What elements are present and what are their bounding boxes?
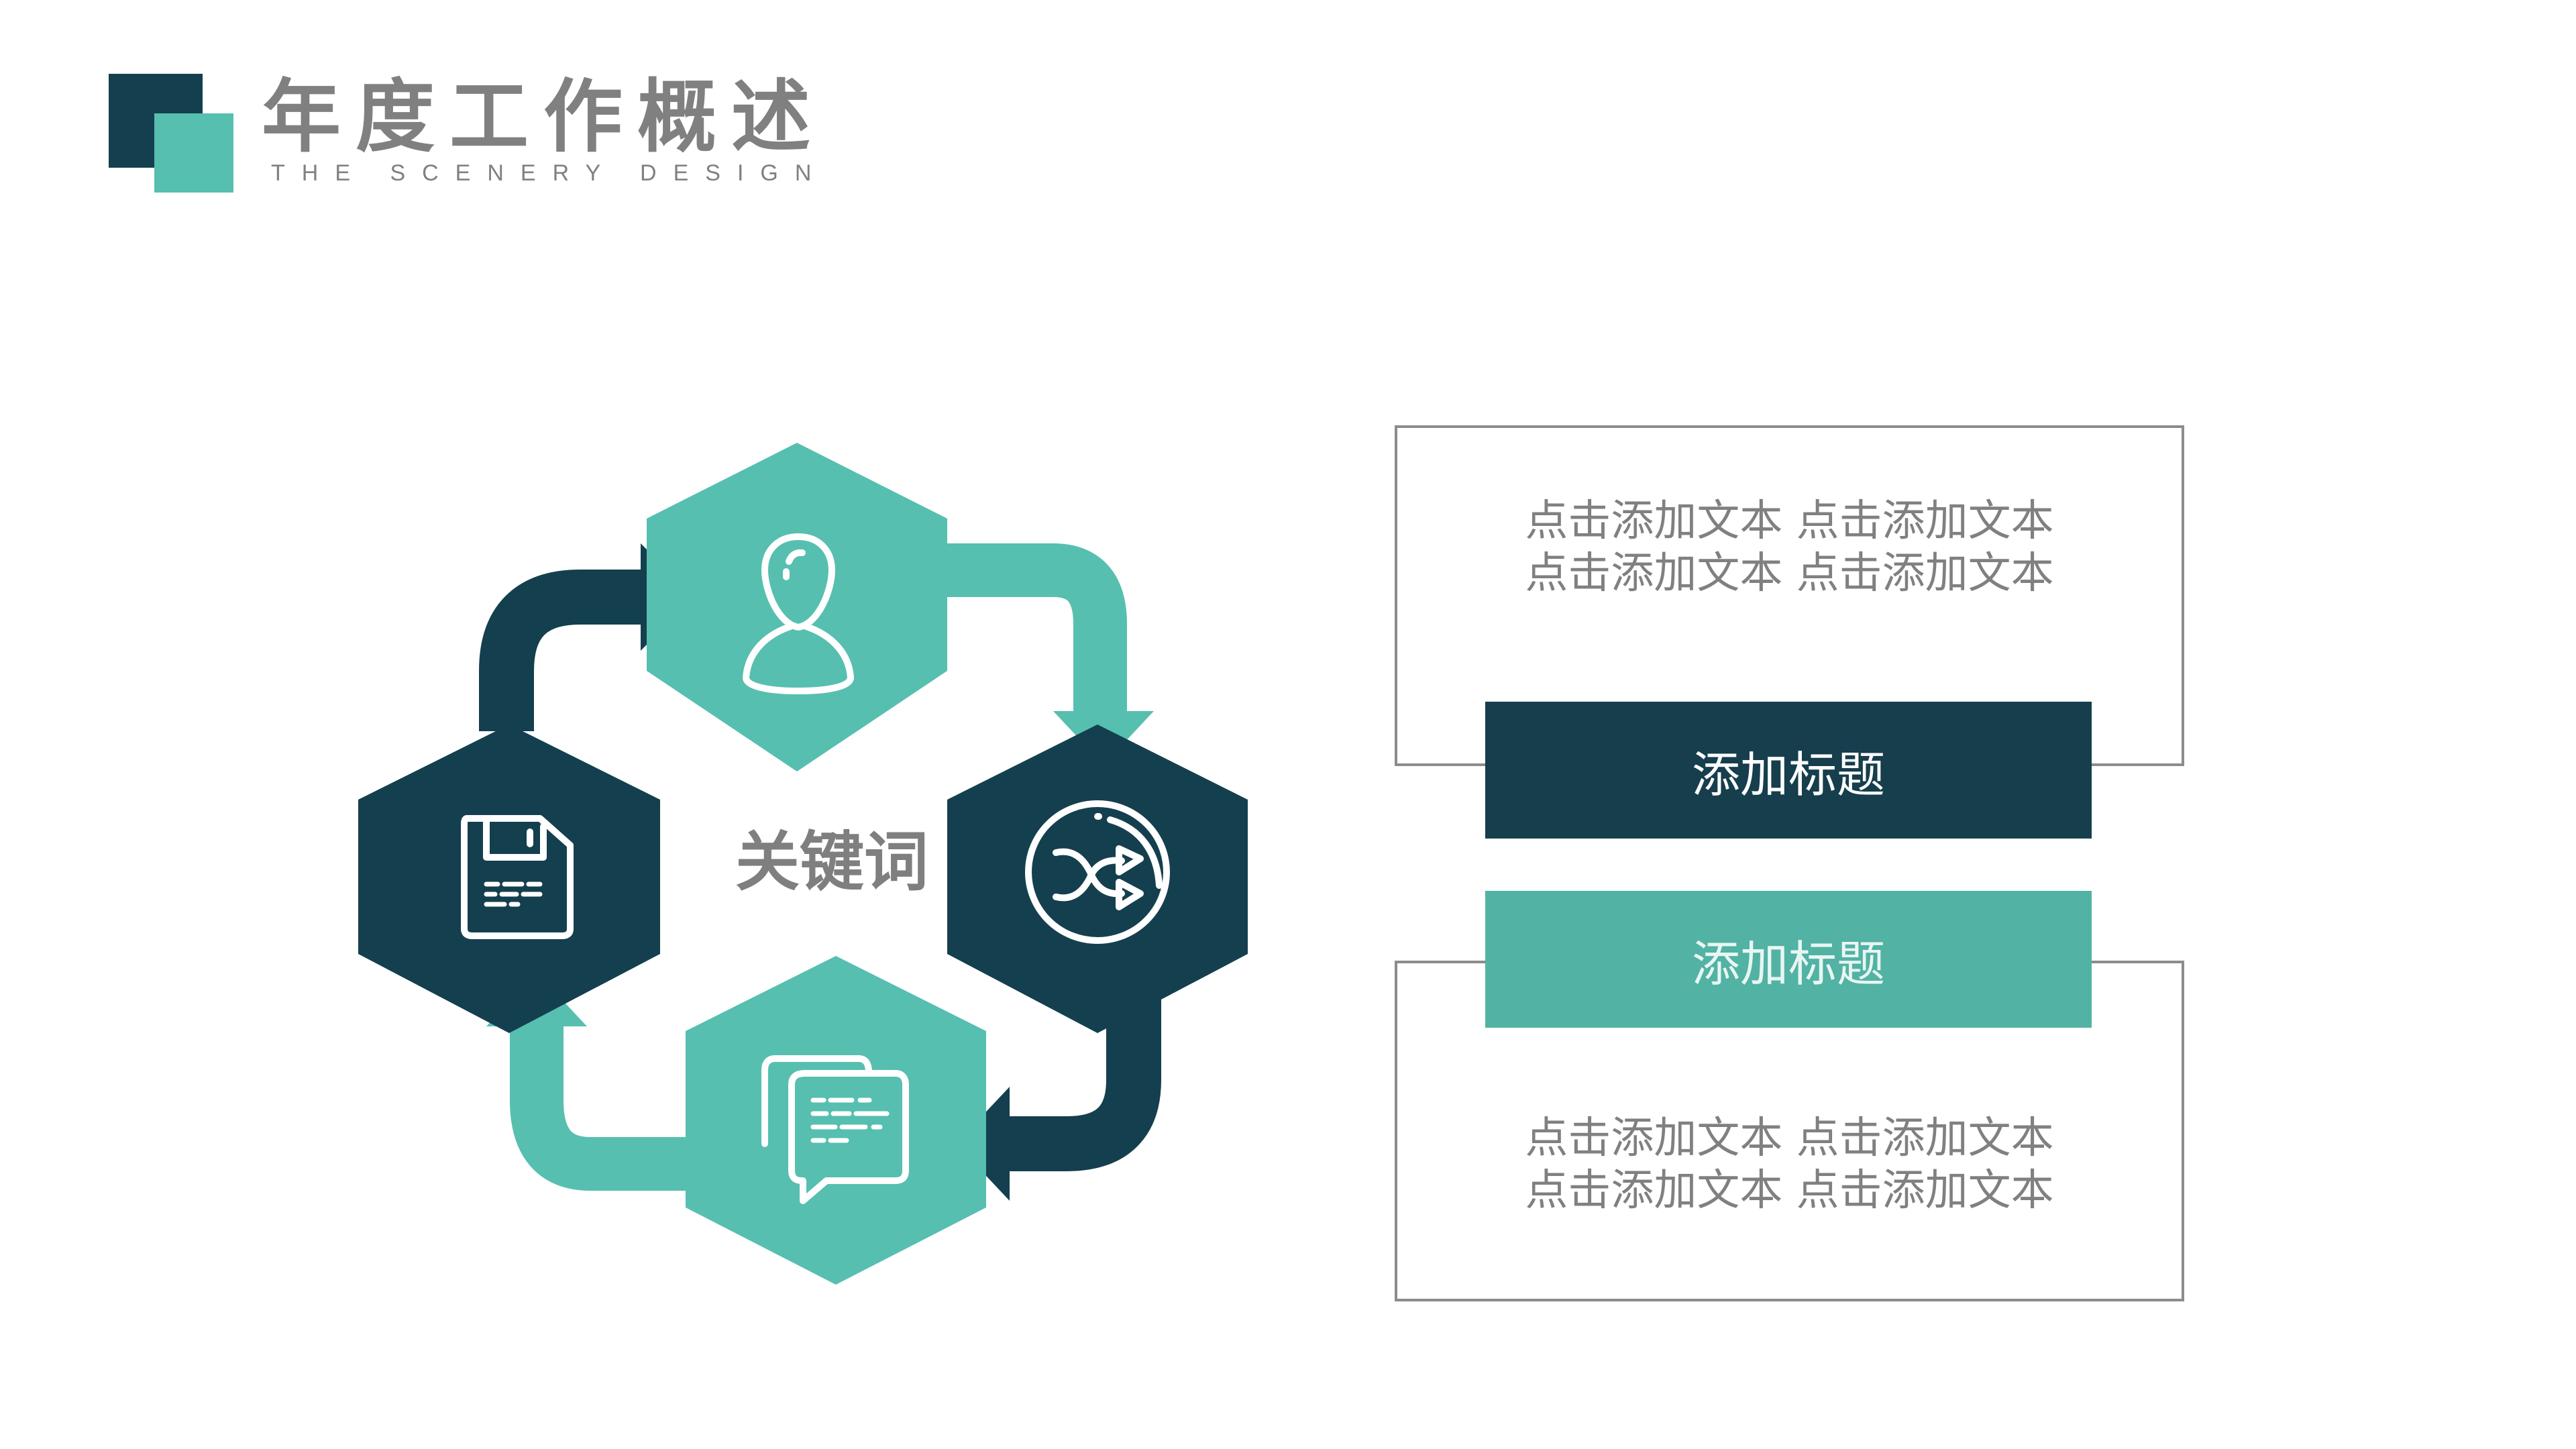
panel-top-text-line-1[interactable]: 点击添加文本 点击添加文本: [1525, 496, 2054, 546]
panel-bottom-text-line-2[interactable]: 点击添加文本 点击添加文本: [1525, 1166, 2054, 1216]
save-document-icon: [461, 815, 574, 939]
panel-bottom-title: 添加标题: [1691, 935, 1885, 992]
panel-bottom-title-bar[interactable]: 添加标题: [1485, 891, 2092, 1028]
hexagon-right[interactable]: [947, 724, 1248, 1033]
center-keyword: 关键词: [735, 824, 928, 900]
panel-top-title: 添加标题: [1691, 746, 1885, 803]
user-icon: [743, 533, 854, 694]
panel-bottom-text-line-1[interactable]: 点击添加文本 点击添加文本: [1525, 1114, 2054, 1163]
page-subtitle: THE SCENERY DESIGN: [271, 160, 828, 186]
text-panel-top: 点击添加文本 点击添加文本 点击添加文本 点击添加文本: [1395, 425, 2184, 766]
arrow-top-to-right: [946, 543, 1154, 765]
hexagon-left[interactable]: [358, 724, 660, 1033]
page-title: 年度工作概述: [262, 70, 826, 163]
hexagon-top[interactable]: [647, 443, 947, 771]
panel-top-title-bar[interactable]: 添加标题: [1485, 702, 2092, 839]
logo-square-teal: [154, 113, 233, 193]
shuffle-icon: [1025, 800, 1170, 944]
hexagon-bottom[interactable]: [686, 956, 986, 1285]
panel-top-text-line-2[interactable]: 点击添加文本 点击添加文本: [1525, 549, 2054, 598]
chat-icon: [761, 1055, 909, 1204]
